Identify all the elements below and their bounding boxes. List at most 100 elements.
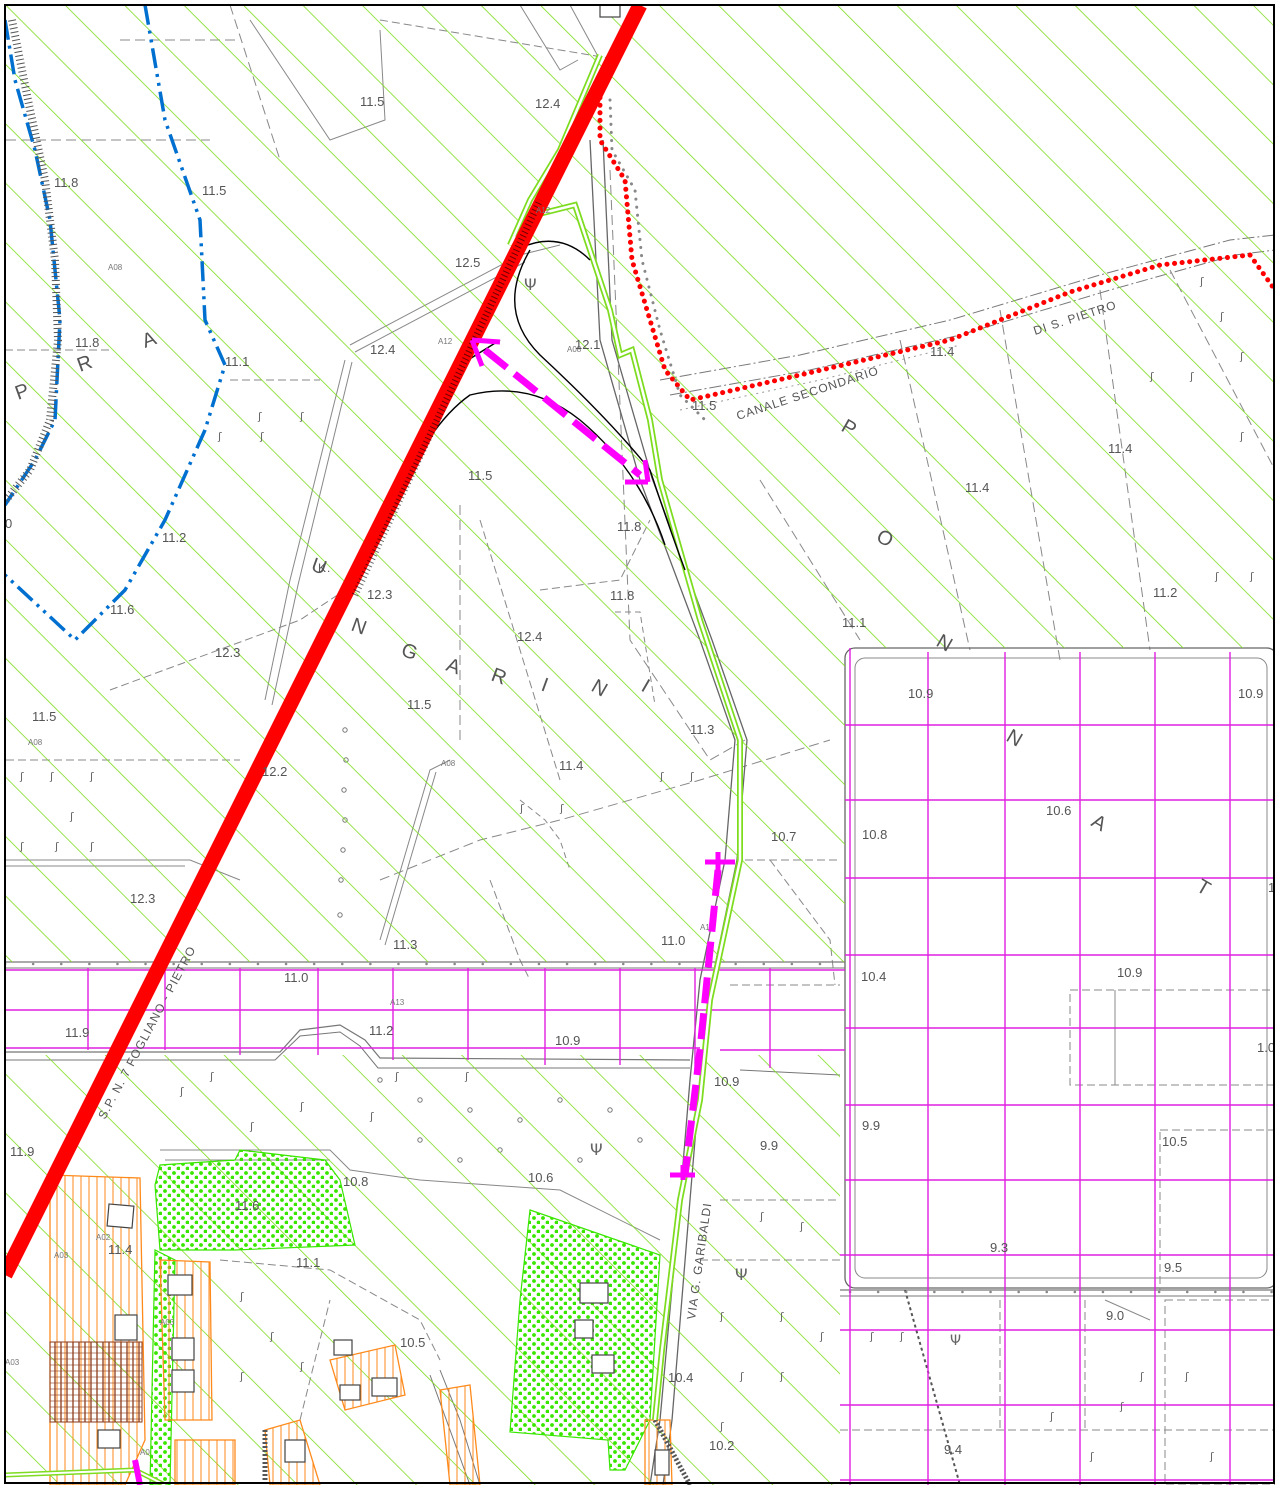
code-a12-1: A12 [536, 206, 551, 215]
code-a03-3: A03 [160, 1318, 175, 1327]
svg-text:ʃ: ʃ [299, 410, 304, 423]
spot-height: 10.5 [400, 1335, 425, 1350]
svg-text:Ψ: Ψ [590, 1140, 603, 1159]
spot-height: 10.8 [343, 1174, 368, 1189]
svg-text:ʃ: ʃ [1139, 1370, 1144, 1383]
spot-height: 11.1 [842, 615, 866, 630]
svg-text:ʃ: ʃ [1209, 1450, 1214, 1463]
spot-height: 11.5 [360, 94, 384, 109]
spot-height: 10.5 [1162, 1134, 1187, 1149]
svg-text:ʃ: ʃ [739, 1370, 744, 1383]
spot-height: 1 [1268, 880, 1275, 895]
spot-height: 11.3 [393, 937, 417, 952]
spot-height: 12.1 [575, 337, 600, 352]
svg-text:ʃ: ʃ [54, 840, 59, 853]
spot-height: 12.4 [517, 629, 542, 644]
spot-height: 11.0 [284, 970, 308, 985]
spot-height: 11.6 [235, 1198, 259, 1213]
spot-height: 11.4 [108, 1242, 132, 1257]
spot-height: 11.5 [468, 468, 492, 483]
spot-height: 12.4 [535, 96, 560, 111]
svg-text:ʃ: ʃ [759, 1210, 764, 1223]
spot-height: 11.9 [65, 1025, 89, 1040]
svg-text:ʃ: ʃ [659, 770, 664, 783]
svg-text:ʃ: ʃ [799, 1220, 804, 1233]
spot-height: 11.8 [610, 588, 634, 603]
svg-text:ʃ: ʃ [49, 770, 54, 783]
spot-height: 10.7 [771, 829, 796, 844]
svg-text:ʃ: ʃ [89, 770, 94, 783]
svg-text:ʃ: ʃ [239, 1290, 244, 1303]
svg-text:ʃ: ʃ [719, 1310, 724, 1323]
svg-text:ʃ: ʃ [1199, 275, 1204, 288]
svg-text:ʃ: ʃ [179, 1085, 184, 1098]
place-letter-u: U [308, 554, 331, 580]
svg-text:ʃ: ʃ [1239, 350, 1244, 363]
svg-text:ʃ: ʃ [1219, 310, 1224, 323]
spot-height: 10.6 [528, 1170, 553, 1185]
code-a08-3: A08 [28, 738, 43, 747]
svg-text:ʃ: ʃ [299, 1100, 304, 1113]
spot-height: 11.4 [1108, 441, 1132, 456]
svg-text:ʃ: ʃ [464, 1070, 469, 1083]
code-a03-1: A03 [54, 1251, 69, 1260]
magenta-arrows [132, 337, 735, 1485]
place-letter-a1: A [139, 327, 161, 353]
svg-text:ʃ: ʃ [394, 1070, 399, 1083]
svg-text:ʃ: ʃ [269, 1330, 274, 1343]
spot-height: 9.4 [944, 1442, 962, 1457]
spot-height: 11.0 [661, 933, 685, 948]
svg-text:ʃ: ʃ [257, 410, 262, 423]
svg-text:ʃ: ʃ [1089, 1450, 1094, 1463]
svg-text:ʃ: ʃ [369, 1110, 374, 1123]
spot-height: 9.9 [862, 1118, 880, 1133]
svg-text:ʃ: ʃ [819, 1330, 824, 1343]
svg-text:ʃ: ʃ [779, 1310, 784, 1323]
svg-text:Ψ: Ψ [950, 1333, 961, 1349]
spot-height: 11.8 [75, 335, 99, 350]
place-letter-a2: A [443, 654, 465, 680]
svg-text:ʃ: ʃ [1184, 1370, 1189, 1383]
svg-text:ʃ: ʃ [209, 1070, 214, 1083]
code-a0: A0 [140, 1448, 150, 1457]
svg-text:ʃ: ʃ [899, 1330, 904, 1343]
svg-text:ʃ: ʃ [1049, 1410, 1054, 1423]
brown-hatch-area [49, 1341, 143, 1423]
spot-height: 10.9 [908, 686, 933, 701]
spot-height: 11.4 [930, 344, 954, 359]
spot-height: 10.4 [861, 969, 886, 984]
svg-text:ʃ: ʃ [1239, 430, 1244, 443]
place-letter-r2: R [488, 664, 511, 690]
svg-text:ʃ: ʃ [779, 1370, 784, 1383]
spot-height: 11.2 [1153, 585, 1177, 600]
place-letter-r: R [74, 350, 97, 376]
green-dot-areas [149, 1149, 661, 1485]
hatched-boundary [262, 1418, 693, 1485]
svg-text:ʃ: ʃ [1214, 570, 1219, 583]
spot-height: 9.0 [1106, 1308, 1124, 1323]
spot-height: 11.4 [559, 758, 583, 773]
svg-text:ʃ: ʃ [559, 802, 564, 815]
spot-height: 10.6 [1046, 803, 1071, 818]
svg-text:ʃ: ʃ [19, 840, 24, 853]
code-a02: A02 [96, 1233, 111, 1242]
code-a12-2: A12 [438, 337, 453, 346]
svg-text:ʃ: ʃ [689, 770, 694, 783]
svg-text:ʃ: ʃ [89, 840, 94, 853]
spot-height: 11.5 [202, 183, 226, 198]
spot-height: 9.3 [990, 1240, 1008, 1255]
svg-text:ʃ: ʃ [259, 430, 264, 443]
svg-text:ʃ: ʃ [869, 1330, 874, 1343]
magenta-grid-right [840, 648, 1275, 1485]
svg-text:ʃ: ʃ [217, 430, 222, 443]
spot-height: 11.5 [32, 709, 56, 724]
svg-text:ʃ: ʃ [1189, 370, 1194, 383]
map-frame [4, 4, 1275, 1484]
svg-text:ʃ: ʃ [1119, 1400, 1124, 1413]
gray-dotted-boundary [608, 98, 707, 422]
code-a13-1: A13 [390, 998, 405, 1007]
svg-text:ʃ: ʃ [239, 1370, 244, 1383]
spot-height: 10.9 [714, 1074, 739, 1089]
magenta-grid-road [5, 968, 845, 1070]
code-a03-2: A03 [5, 1358, 20, 1367]
